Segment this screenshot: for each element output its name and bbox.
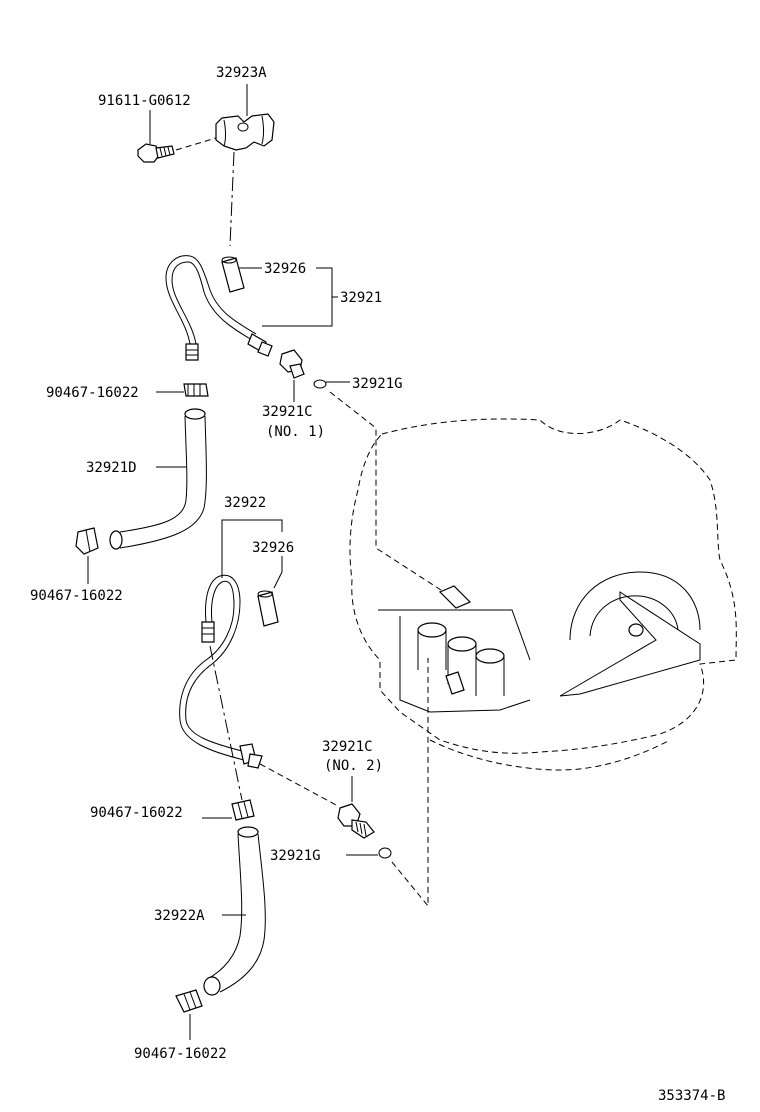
gasket-dashline-upper [329,391,445,593]
label-no2: (NO. 2) [324,758,383,774]
figure-id: 353374-B [658,1088,725,1104]
label-32921g-lower: 32921G [270,848,321,864]
label-91611: 91611-G0612 [98,93,191,109]
clamp-32923a [215,113,275,151]
gasket-32921g-upper [313,379,327,389]
hose-32921d [109,408,207,550]
label-32926-upper: 32926 [264,261,306,277]
tube-32922 [179,574,263,769]
label-clip-1: 90467-16022 [46,385,139,401]
label-32921c-no2: 32921C [322,739,373,755]
clamp-centerline [229,151,235,247]
label-clip-2: 90467-16022 [30,588,123,604]
clip-90467-2 [75,527,99,555]
sleeve-32926-upper [221,256,245,293]
bolt-91611-g0612 [137,143,175,163]
label-32922: 32922 [224,495,266,511]
union-32921c-no1 [279,349,305,379]
bracket-32922 [221,519,283,562]
label-no1: (NO. 1) [266,424,325,440]
label-clip-4: 90467-16022 [134,1046,227,1062]
bolt-dashline [175,137,217,151]
label-32923a: 32923A [216,65,267,81]
label-32921c-no1: 32921C [262,404,313,420]
union-32921c-no2 [337,803,375,839]
hose-32922a [203,826,266,996]
label-32921g-upper: 32921G [352,376,403,392]
label-clip-3: 90467-16022 [90,805,183,821]
label-32921d: 32921D [86,460,137,476]
gasket-dashline-lower [391,658,429,908]
tube-32922-centerline [209,645,243,801]
sleeve-32926-lower [257,590,279,627]
leader-32926-lower [273,556,283,589]
label-32922a: 32922A [154,908,205,924]
clip-90467-4 [175,989,203,1013]
transmission-outline [349,418,737,771]
label-32926-lower: 32926 [252,540,294,556]
tube-32922-dashline [259,763,339,807]
label-32921: 32921 [340,290,382,306]
clip-90467-3 [231,799,255,821]
tube-32921 [165,255,273,361]
gasket-32921g-lower [378,847,392,859]
clip-90467-1 [183,383,209,397]
